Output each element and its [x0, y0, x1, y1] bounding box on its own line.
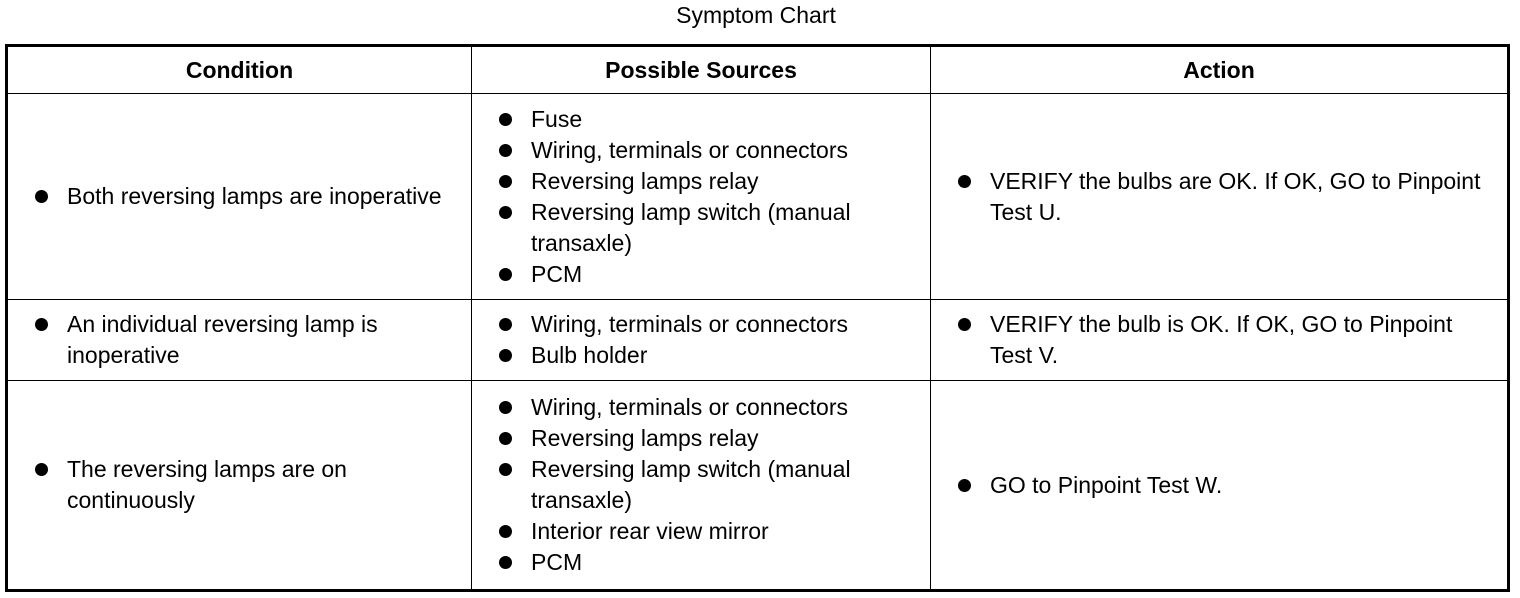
bullet-icon: [499, 318, 512, 331]
bullet-icon: [499, 205, 512, 219]
table-row: Both reversing lamps are inoperative Fus…: [6, 93, 1509, 300]
bullet-icon: [499, 349, 512, 362]
action-text: GO to Pinpoint Test W.: [990, 471, 1223, 498]
bullet-icon: [499, 143, 512, 157]
page-title: Symptom Chart: [676, 2, 836, 28]
list-item: Wiring, terminals or connectors: [496, 309, 918, 340]
possible-sources-cell: Wiring, terminals or connectors Reversin…: [471, 380, 931, 591]
bullet-icon: [499, 463, 512, 476]
list-item: Reversing lamp switch (manual transaxle): [496, 454, 918, 516]
source-text: Wiring, terminals or connectors: [531, 394, 848, 420]
condition-text: Both reversing lamps are inoperative: [67, 183, 442, 209]
list-item: PCM: [496, 259, 918, 290]
bullet-icon: [499, 174, 512, 188]
source-text: PCM: [531, 260, 583, 287]
source-text: Wiring, terminals or connectors: [531, 311, 848, 337]
source-text: PCM: [531, 549, 583, 575]
bullet-icon: [35, 463, 48, 476]
column-header-possible-sources: Possible Sources: [471, 45, 931, 94]
bullet-icon: [499, 267, 512, 281]
bullet-icon: [35, 190, 48, 203]
source-text: Reversing lamps relay: [531, 425, 759, 451]
bullet-icon: [958, 478, 971, 492]
bullet-icon: [958, 318, 971, 331]
list-item: Wiring, terminals or connectors: [496, 392, 918, 423]
list-item: PCM: [496, 547, 918, 578]
symptom-table: Condition Possible Sources Action Both r…: [5, 44, 1510, 592]
table-row: An individual reversing lamp is inoperat…: [6, 299, 1509, 381]
action-cell: VERIFY the bulbs are OK. If OK, GO to Pi…: [930, 93, 1509, 300]
bullet-icon: [499, 401, 512, 414]
action-cell: VERIFY the bulb is OK. If OK, GO to Pinp…: [930, 299, 1509, 381]
list-item: Both reversing lamps are inoperative: [32, 181, 459, 212]
source-text: Wiring, terminals or connectors: [531, 136, 848, 163]
source-text: Fuse: [531, 105, 583, 132]
list-item: Reversing lamps relay: [496, 423, 918, 454]
list-item: Wiring, terminals or connectors: [496, 135, 918, 166]
source-text: Reversing lamp switch (manual transaxle): [531, 456, 851, 513]
condition-cell: An individual reversing lamp is inoperat…: [6, 299, 472, 381]
column-header-condition: Condition: [6, 45, 472, 94]
source-text: Reversing lamp switch (manual transaxle): [531, 198, 851, 256]
source-text: Bulb holder: [531, 342, 648, 368]
action-cell: GO to Pinpoint Test W.: [930, 380, 1509, 591]
bullet-icon: [499, 525, 512, 538]
list-item: Interior rear view mirror: [496, 516, 918, 547]
bullet-icon: [35, 318, 48, 331]
list-item: An individual reversing lamp is inoperat…: [32, 309, 459, 371]
table-row: The reversing lamps are on continuously …: [6, 380, 1509, 591]
bullet-icon: [499, 432, 512, 445]
action-text: VERIFY the bulbs are OK. If OK, GO to Pi…: [990, 167, 1481, 225]
list-item: The reversing lamps are on continuously: [32, 454, 459, 516]
table-header-row: Condition Possible Sources Action: [6, 45, 1509, 94]
condition-cell: The reversing lamps are on continuously: [6, 380, 472, 591]
list-item: VERIFY the bulbs are OK. If OK, GO to Pi…: [955, 166, 1495, 228]
list-item: Reversing lamps relay: [496, 166, 918, 197]
list-item: Reversing lamp switch (manual transaxle): [496, 197, 918, 259]
column-header-action: Action: [930, 45, 1509, 94]
list-item: Fuse: [496, 104, 918, 135]
possible-sources-cell: Wiring, terminals or connectors Bulb hol…: [471, 299, 931, 381]
list-item: Bulb holder: [496, 340, 918, 371]
bullet-icon: [499, 556, 512, 569]
condition-text: An individual reversing lamp is inoperat…: [67, 311, 378, 368]
condition-cell: Both reversing lamps are inoperative: [6, 93, 472, 300]
action-text: VERIFY the bulb is OK. If OK, GO to Pinp…: [990, 311, 1453, 368]
source-text: Interior rear view mirror: [531, 518, 769, 544]
source-text: Reversing lamps relay: [531, 167, 759, 194]
list-item: VERIFY the bulb is OK. If OK, GO to Pinp…: [955, 309, 1495, 371]
possible-sources-cell: Fuse Wiring, terminals or connectors Rev…: [471, 93, 931, 300]
bullet-icon: [499, 112, 512, 126]
list-item: GO to Pinpoint Test W.: [955, 470, 1495, 501]
condition-text: The reversing lamps are on continuously: [67, 456, 347, 513]
bullet-icon: [958, 174, 971, 188]
